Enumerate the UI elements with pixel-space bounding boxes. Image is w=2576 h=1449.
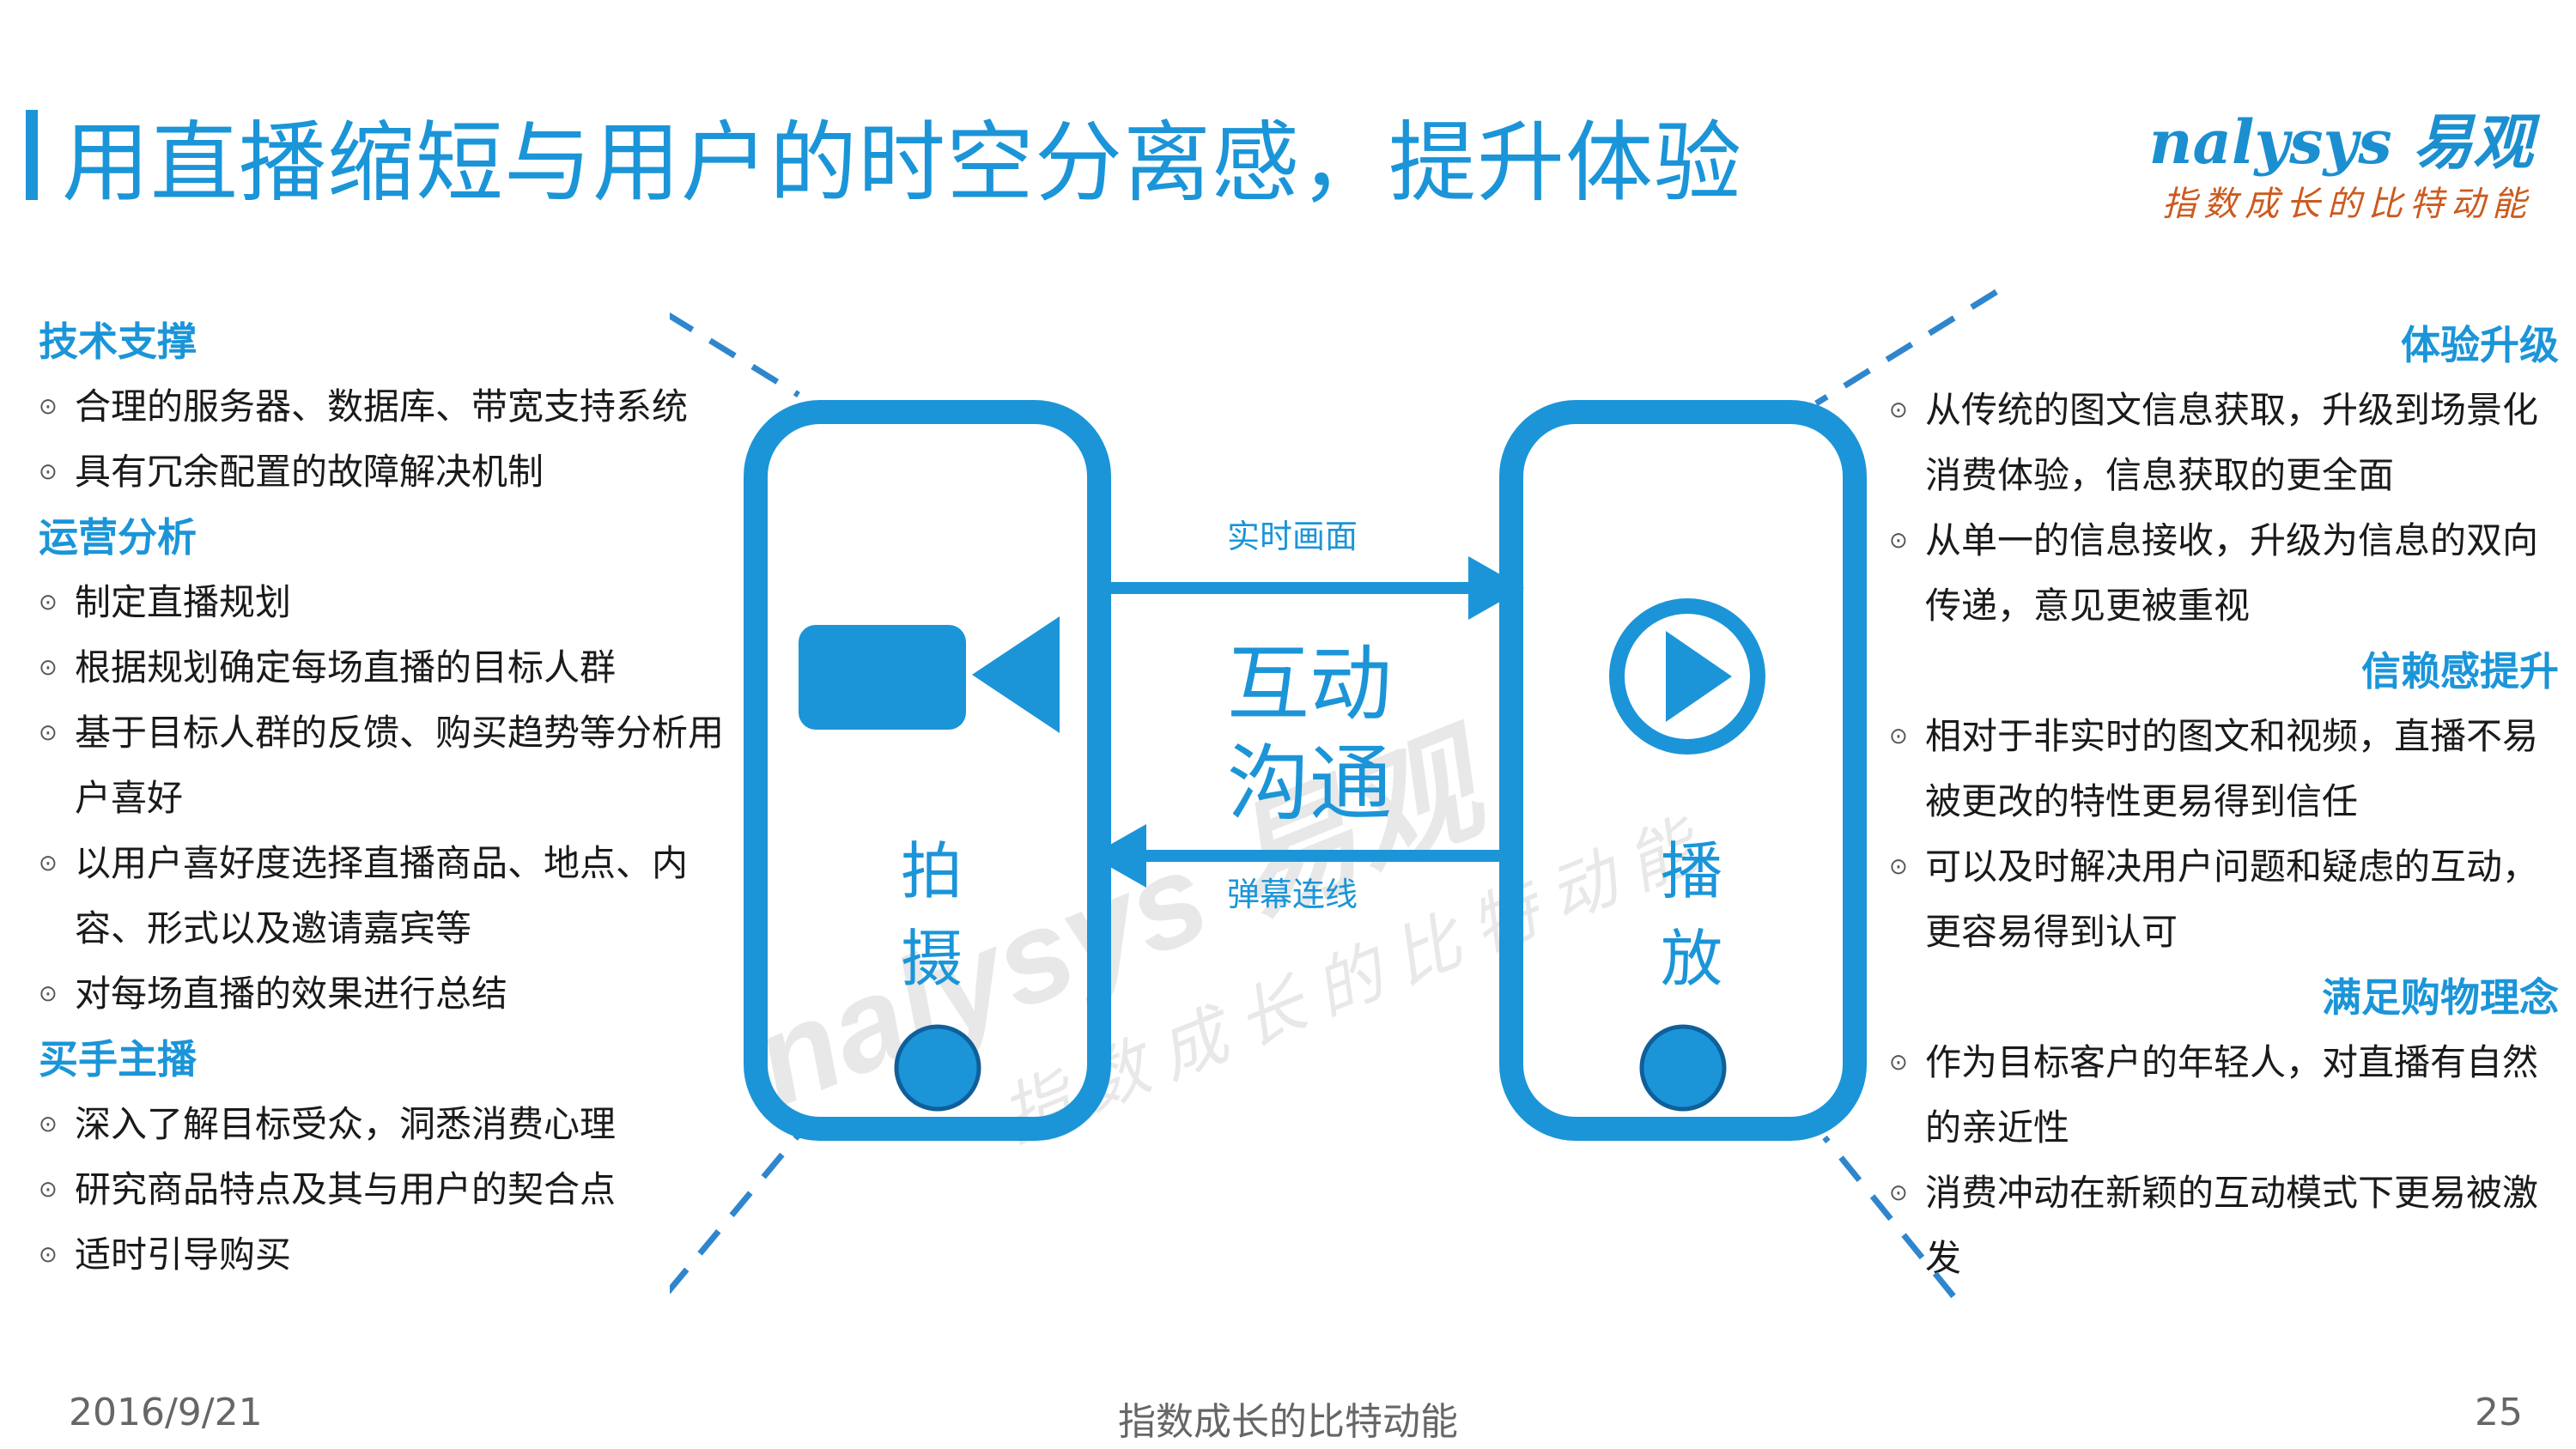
bullet-item: 作为目标客户的年轻人，对直播有自然的亲近性 xyxy=(1889,1030,2559,1161)
bullet-item: 基于目标人群的反馈、购买趋势等分析用户喜好 xyxy=(39,700,726,831)
top-arrow-label: 实时画面 xyxy=(1227,518,1358,555)
left-home-button xyxy=(894,1024,981,1112)
right-phone: 播 放 xyxy=(1499,400,1867,1141)
bullet-item: 研究商品特点及其与用户的契合点 xyxy=(39,1157,726,1222)
connector-top-right xyxy=(1814,289,1998,406)
connector-bottom-right xyxy=(1822,1135,1956,1299)
bullet-item: 从单一的信息接收，升级为信息的双向传递，意见更被重视 xyxy=(1889,508,2559,639)
analysys-logo: nalysys 易观 指数成长的比特动能 xyxy=(2087,94,2533,224)
right-phone-label-1: 播 xyxy=(1661,835,1722,907)
dashed-connectors xyxy=(670,289,1998,1299)
section-heading: 信赖感提升 xyxy=(2361,648,2559,694)
footer-slogan: 指数成长的比特动能 xyxy=(1118,1400,1458,1444)
section-heading: 买手主播 xyxy=(39,1036,197,1082)
center-label-1: 互动 xyxy=(1227,636,1392,732)
video-camera-icon xyxy=(799,616,1060,733)
center-label-2: 沟通 xyxy=(1227,736,1392,832)
bullet-item: 消费冲动在新颖的互动模式下更易被激发 xyxy=(1889,1161,2559,1291)
bullet-item: 根据规划确定每场直播的目标人群 xyxy=(39,635,726,700)
bullet-item: 深入了解目标受众，洞悉消费心理 xyxy=(39,1092,726,1157)
left-phone-label-2: 摄 xyxy=(901,923,963,995)
bullet-item: 具有冗余配置的故障解决机制 xyxy=(39,440,726,505)
title-accent-bar xyxy=(26,110,38,200)
bullet-item: 对每场直播的效果进行总结 xyxy=(39,961,726,1027)
right-home-button xyxy=(1639,1024,1727,1112)
section-heading: 满足购物理念 xyxy=(2322,974,2559,1021)
section-heading: 体验升级 xyxy=(2401,322,2559,368)
section-heading: 技术支撑 xyxy=(39,318,197,365)
left-phone: 拍 摄 xyxy=(744,400,1111,1141)
left-phone-label-1: 拍 xyxy=(901,835,963,907)
page-title: 用直播缩短与用户的时空分离感，提升体验 xyxy=(62,112,1742,215)
bullet-item: 从传统的图文信息获取，升级到场景化消费体验，信息获取的更全面 xyxy=(1889,378,2559,508)
page-number: 25 xyxy=(2475,1391,2523,1434)
bottom-arrow-label: 弹幕连线 xyxy=(1227,876,1358,913)
bullet-item: 相对于非实时的图文和视频，直播不易被更改的特性更易得到信任 xyxy=(1889,704,2559,834)
left-column: 技术支撑合理的服务器、数据库、带宽支持系统具有冗余配置的故障解决机制运营分析制定… xyxy=(39,309,726,1288)
bullet-item: 合理的服务器、数据库、带宽支持系统 xyxy=(39,374,726,440)
footer-date: 2016/9/21 xyxy=(69,1391,263,1434)
section-heading: 运营分析 xyxy=(39,514,197,561)
bullet-item: 制定直播规划 xyxy=(39,570,726,635)
right-column: 体验升级从传统的图文信息获取，升级到场景化消费体验，信息获取的更全面从单一的信息… xyxy=(1889,312,2559,1291)
play-icon xyxy=(1609,598,1765,755)
connector-bottom-left xyxy=(670,1122,810,1294)
top-arrow xyxy=(1099,556,1524,620)
logo-brand: nalysys 易观 xyxy=(2148,106,2533,178)
bullet-item: 以用户喜好度选择直播商品、地点、内容、形式以及邀请嘉宾等 xyxy=(39,831,726,961)
logo-slogan: 指数成长的比特动能 xyxy=(2162,185,2533,224)
bullet-item: 可以及时解决用户问题和疑虑的互动，更容易得到认可 xyxy=(1889,834,2559,965)
bullet-item: 适时引导购买 xyxy=(39,1222,726,1288)
connector-top-left xyxy=(670,312,800,397)
right-phone-label-2: 放 xyxy=(1661,923,1722,995)
bottom-arrow xyxy=(1091,824,1516,888)
live-interaction-diagram: nalysys 易观 指数成长的比特动能 拍 摄 播 放 xyxy=(670,289,1998,1299)
